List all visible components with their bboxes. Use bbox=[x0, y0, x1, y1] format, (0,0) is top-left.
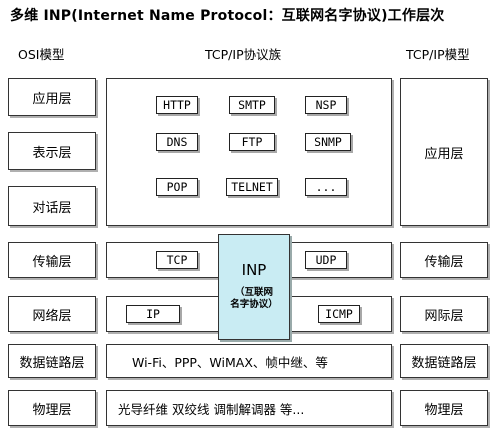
osi-datalink-layer: 数据链路层 bbox=[8, 344, 96, 378]
protocol-nsp: NSP bbox=[305, 96, 347, 114]
protocol-ip: IP bbox=[126, 305, 180, 323]
tcpip-datalink-layer: 数据链路层 bbox=[400, 344, 488, 378]
inp-protocol-box: INP （互联网 名字协议） bbox=[218, 234, 290, 340]
protocol-snmp: SNMP bbox=[305, 133, 351, 151]
datalink-protocols-box bbox=[106, 344, 392, 378]
protocol-telnet: TELNET bbox=[226, 178, 278, 196]
datalink-protocols-text: Wi-Fi、PPP、WiMAX、帧中继、等 bbox=[132, 355, 328, 370]
osi-application-layer: 应用层 bbox=[8, 78, 96, 116]
osi-presentation-layer: 表示层 bbox=[8, 132, 96, 170]
protocol-smtp: SMTP bbox=[229, 96, 275, 114]
inp-name: INP bbox=[241, 261, 267, 279]
osi-network-layer: 网络层 bbox=[8, 296, 96, 332]
tcpip-internet-layer: 网际层 bbox=[400, 296, 488, 332]
header-osi: OSI模型 bbox=[18, 47, 65, 62]
header-tcpip-suite: TCP/IP协议族 bbox=[205, 47, 282, 62]
header-tcpip-model: TCP/IP模型 bbox=[406, 47, 470, 62]
protocol-tcp: TCP bbox=[156, 251, 198, 269]
physical-media-box bbox=[106, 390, 392, 426]
osi-session-layer: 对话层 bbox=[8, 186, 96, 226]
tcpip-application-layer: 应用层 bbox=[400, 78, 488, 226]
inp-description-line2: 名字协议） bbox=[230, 299, 278, 310]
protocol-udp: UDP bbox=[305, 251, 347, 269]
osi-physical-layer: 物理层 bbox=[8, 390, 96, 426]
protocol-pop: POP bbox=[156, 178, 198, 196]
diagram-title: 多维 INP(Internet Name Protocol：互联网名字协议)工作… bbox=[10, 8, 445, 24]
protocol-icmp: ICMP bbox=[318, 305, 360, 323]
protocol-more: ... bbox=[305, 178, 347, 196]
inp-description-line1: （互联网 bbox=[234, 287, 273, 298]
osi-transport-layer: 传输层 bbox=[8, 242, 96, 278]
tcpip-transport-layer: 传输层 bbox=[400, 242, 488, 278]
physical-media-text: 光导纤维 双绞线 调制解调器 等... bbox=[118, 402, 305, 417]
tcpip-physical-layer: 物理层 bbox=[400, 390, 488, 426]
protocol-dns: DNS bbox=[156, 133, 198, 151]
protocol-ftp: FTP bbox=[229, 133, 275, 151]
protocol-http: HTTP bbox=[156, 96, 198, 114]
